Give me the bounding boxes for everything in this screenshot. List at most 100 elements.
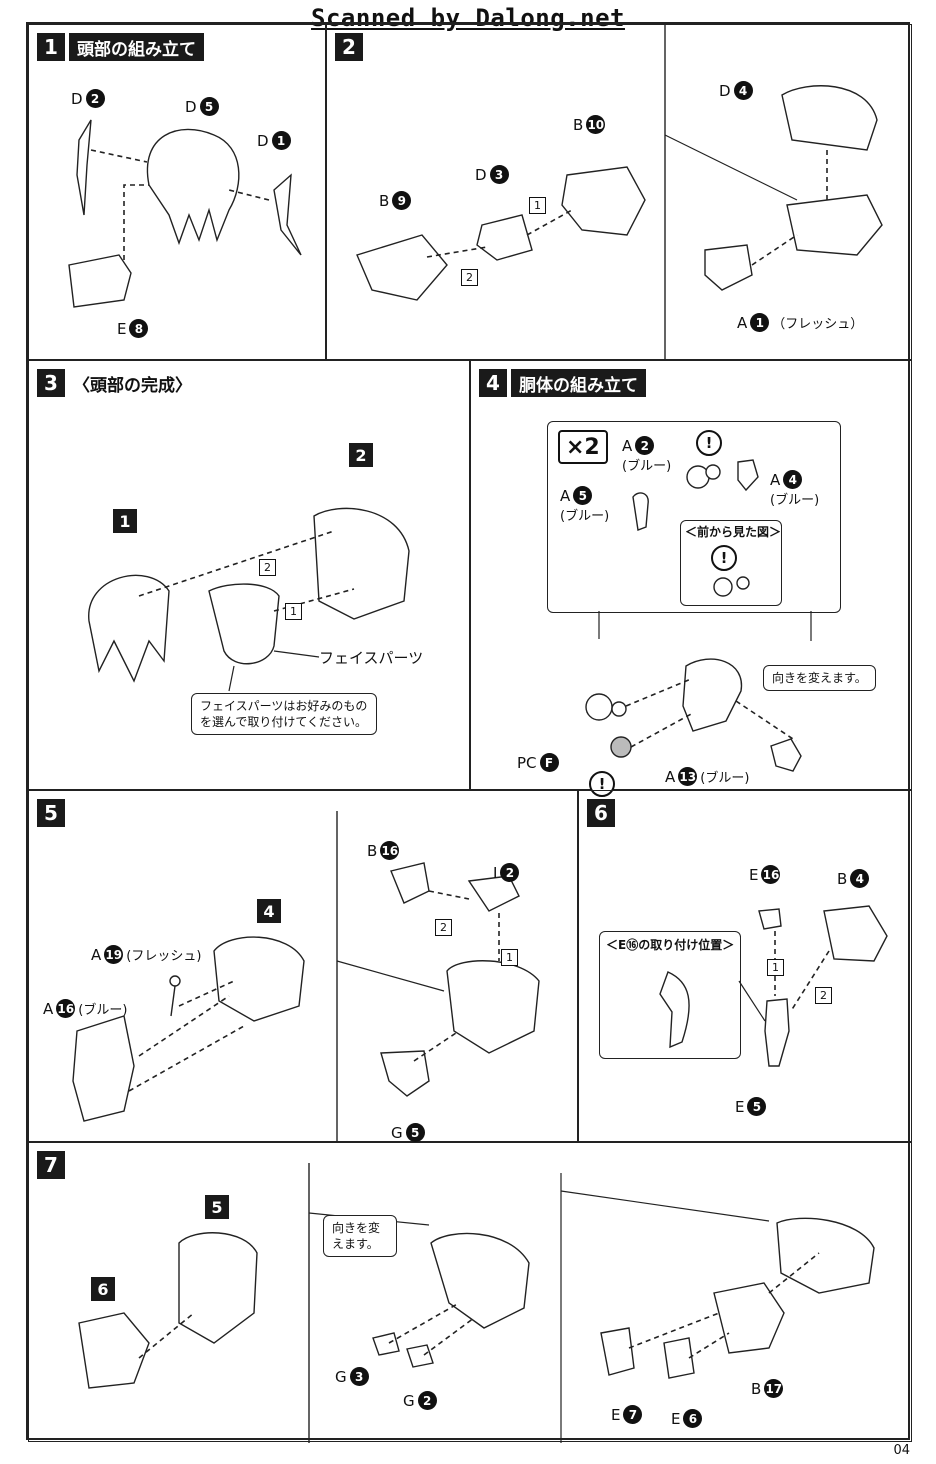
order-marker-1: 1	[285, 603, 302, 620]
g5-part	[380, 1050, 430, 1097]
order-marker-2: 2	[815, 987, 832, 1004]
ref-subassembly-1: 1	[113, 509, 137, 533]
order-marker-1: 1	[501, 949, 518, 966]
head-shell-part	[146, 128, 240, 246]
head-frame-assembly	[313, 507, 410, 620]
step-number: 6	[587, 799, 615, 827]
side-assembly-6	[78, 1312, 150, 1389]
step-number: 1	[37, 33, 65, 61]
scan-credit: Scanned by Dalong.net	[311, 4, 625, 32]
head-parts-illustration	[68, 119, 302, 308]
chest-assembly-illustration	[72, 811, 540, 1143]
step-number: 2	[335, 33, 363, 61]
caution-icon: !	[696, 430, 722, 456]
face-parts-label: フェイスパーツ	[319, 649, 424, 667]
polycap-f	[610, 736, 632, 758]
side-part-illustration	[738, 905, 888, 1067]
step-6-header: 6	[587, 799, 615, 827]
step-5-header: 5	[37, 799, 65, 827]
step-number: 7	[37, 1151, 65, 1179]
rotate-note: 向きを変えます。	[763, 665, 876, 692]
step-number: 5	[37, 799, 65, 827]
hair-assembly	[88, 574, 170, 683]
head-bottom-part	[68, 254, 132, 308]
order-marker-2: 2	[259, 559, 276, 576]
page-number: 04	[893, 1443, 910, 1458]
step-number: 3	[37, 369, 65, 397]
chest-assembly	[446, 960, 540, 1054]
head-completion-illustration	[88, 507, 410, 692]
b17-part	[713, 1282, 785, 1354]
face-part	[208, 583, 280, 665]
torso-assembly-illustration	[585, 611, 812, 772]
step-2-header: 2	[335, 33, 363, 61]
order-marker-1: 1	[529, 197, 546, 214]
b10-part	[561, 166, 646, 236]
e5-part	[764, 998, 790, 1067]
order-marker-2: 2	[461, 269, 478, 286]
caution-icon: !	[711, 545, 737, 571]
order-marker-1: 1	[767, 959, 784, 976]
ref-subassembly-6: 6	[91, 1277, 115, 1301]
torso-assembly	[213, 936, 305, 1022]
step-7-header: 7	[37, 1151, 65, 1179]
order-marker-2: 2	[435, 919, 452, 936]
ref-subassembly-5: 5	[205, 1195, 229, 1219]
i2-part	[467, 875, 520, 912]
ref-subassembly-2: 2	[349, 443, 373, 467]
step-title: 胴体の組み立て	[511, 369, 646, 397]
ref-subassembly-4: 4	[257, 899, 281, 923]
joint-parts-illustration	[632, 459, 759, 531]
g2-part	[406, 1344, 434, 1368]
step-title: 頭部の組み立て	[69, 33, 204, 61]
a1-part	[704, 244, 753, 291]
face-frame-illustration	[356, 25, 883, 361]
attach-position-inset: ＜E⑯の取り付け位置＞	[599, 931, 741, 1059]
torso-assembly-5	[178, 1232, 258, 1344]
step-3-header: 3 〈頭部の完成〉	[37, 369, 192, 397]
b4-part	[823, 905, 888, 962]
b16-part	[390, 862, 430, 904]
d3-part	[476, 214, 533, 261]
a13-torso-part	[682, 658, 743, 732]
quantity-x2-badge: ×2	[558, 430, 608, 464]
caution-icon: !	[589, 771, 615, 797]
side-hair-part-right	[273, 173, 302, 256]
step-1-header: 1 頭部の組み立て	[37, 33, 204, 61]
e6-part	[663, 1337, 695, 1379]
face-parts-note: フェイスパーツはお好みのものを選んで取り付けてください。	[191, 693, 377, 736]
a16-part	[72, 1015, 135, 1122]
g3-part	[372, 1332, 400, 1356]
e16-part	[758, 908, 782, 930]
front-view-inset: ＜前から見た図＞ !	[680, 520, 782, 606]
